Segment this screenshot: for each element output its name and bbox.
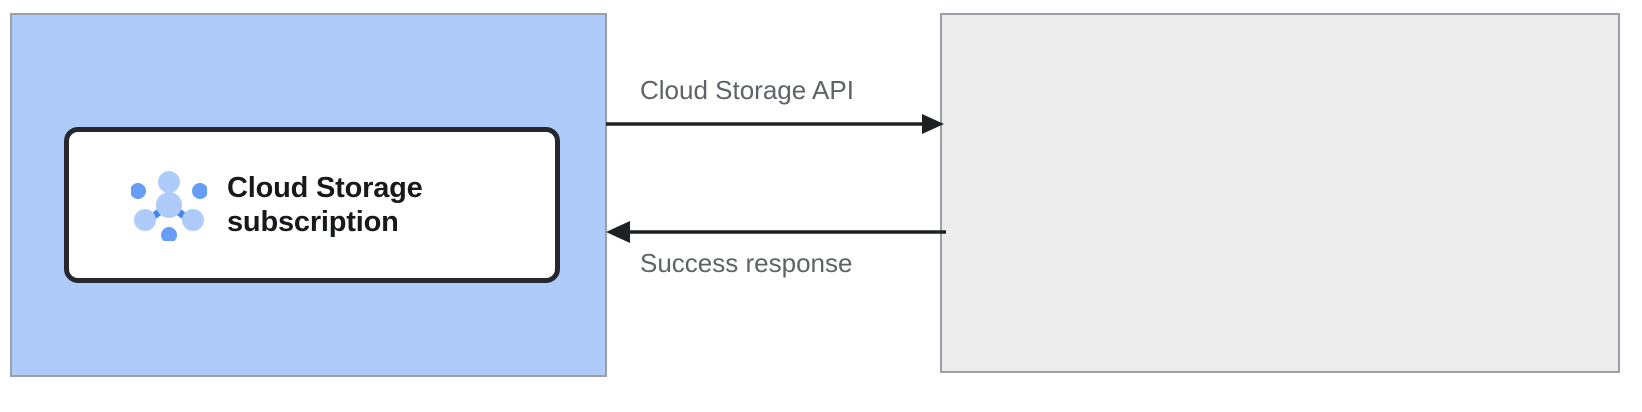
cloud-storage-api-edge-label: Cloud Storage API	[640, 75, 854, 105]
success-response-edge-label: Success response	[640, 248, 853, 278]
success-response-arrow	[606, 221, 946, 243]
subscription-group-panel: Cloud Storage subscription	[10, 13, 607, 377]
bucket-group-panel: Cloud Storage bucket	[940, 13, 1620, 373]
cloud-storage-api-arrow	[606, 114, 944, 134]
cloud-storage-subscription-card[interactable]: Cloud Storage subscription	[64, 127, 560, 283]
cloud-storage-subscription-label: Cloud Storage subscription	[227, 171, 423, 238]
pubsub-subscription-icon	[130, 165, 208, 246]
